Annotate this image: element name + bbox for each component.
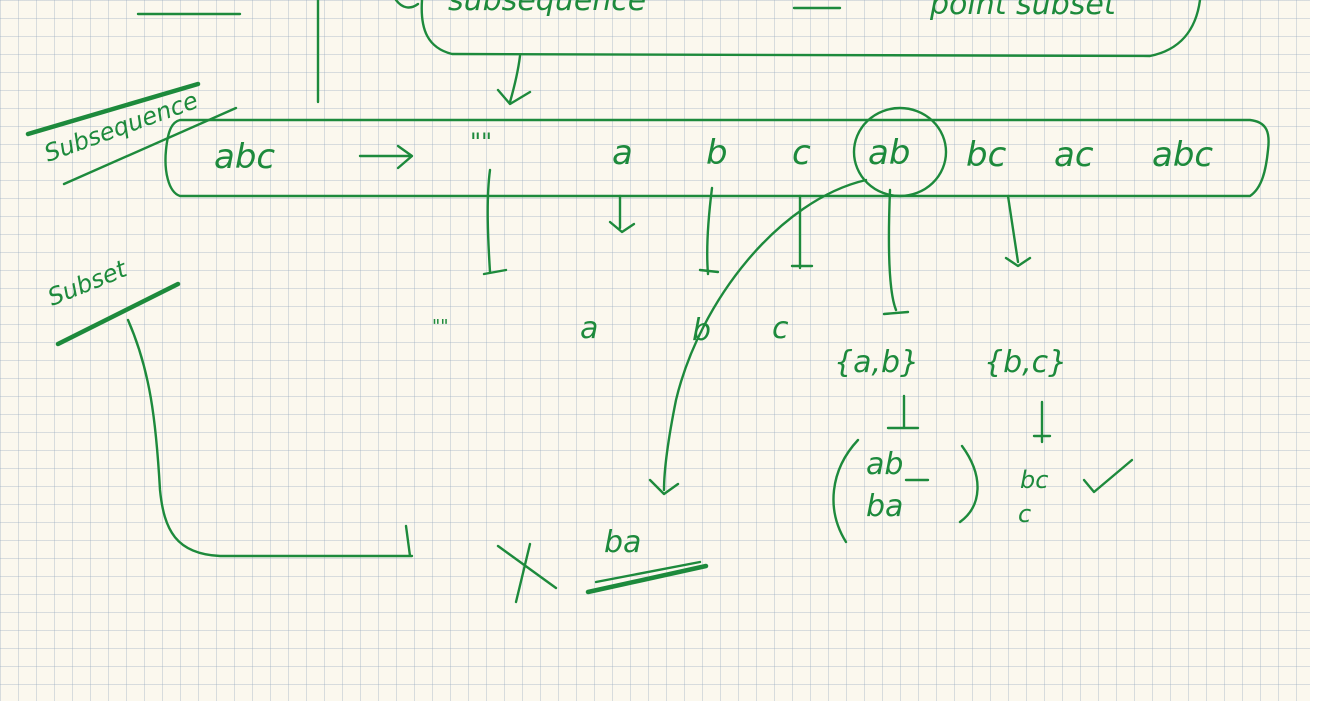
subset-underline — [55, 281, 181, 347]
arrow-down-empty — [482, 168, 508, 276]
set-ab: {a,b} — [834, 345, 919, 380]
cross-mark — [496, 542, 558, 604]
row-item-a: a — [612, 133, 633, 173]
row-item-ac: ac — [1054, 135, 1094, 175]
arrow-set-ab — [886, 394, 920, 430]
row-item-bc: bc — [966, 135, 1007, 175]
top-subsequence-fragment: subsequence — [448, 0, 646, 18]
mapped-empty: "" — [432, 316, 449, 337]
ba-underline-2 — [594, 560, 702, 584]
arrow-down-c — [790, 194, 814, 270]
row-arrow-head — [396, 144, 414, 170]
heading-subsequence: Subsequence — [40, 86, 201, 167]
mapped-a: a — [580, 311, 598, 346]
row-source: abc — [214, 137, 275, 177]
arrow-down-b — [698, 186, 720, 276]
row-item-b: b — [706, 133, 728, 173]
heading-underline-1 — [25, 81, 201, 137]
result-bc: bc — [1020, 466, 1048, 494]
perm-ab: ab — [866, 447, 903, 482]
mapped-c: c — [772, 311, 789, 346]
heading-subset: Subset — [44, 254, 132, 311]
set-bc: {b,c} — [984, 345, 1067, 380]
paren-right — [958, 444, 979, 524]
row-item-ab: ab — [868, 133, 910, 173]
page-edge — [1310, 0, 1323, 701]
check-mark — [1082, 458, 1134, 494]
top-bracket — [420, 0, 1202, 58]
paren-left — [832, 438, 860, 544]
arrow-down-a — [608, 194, 636, 234]
perm-ba: ba — [866, 489, 903, 524]
row-item-abc: abc — [1152, 135, 1213, 175]
circle-ab — [852, 106, 948, 198]
subsequence-box — [164, 118, 1270, 198]
arrow-down-ab — [882, 188, 910, 316]
top-subset-fragment: point subset — [929, 0, 1117, 22]
subset-path-arrow — [126, 318, 414, 558]
ba-label: ba — [604, 525, 641, 560]
top-hook — [394, 0, 420, 9]
ba-underline — [585, 563, 709, 595]
row-item-c: c — [792, 133, 811, 173]
arrow-set-bc — [1032, 400, 1052, 444]
curve-ab-to-ba — [648, 178, 868, 496]
row-item-empty: "" — [470, 128, 492, 156]
result-c: c — [1018, 500, 1031, 528]
arrow-down-bc — [1004, 194, 1032, 268]
down-arrow-center — [496, 54, 532, 106]
